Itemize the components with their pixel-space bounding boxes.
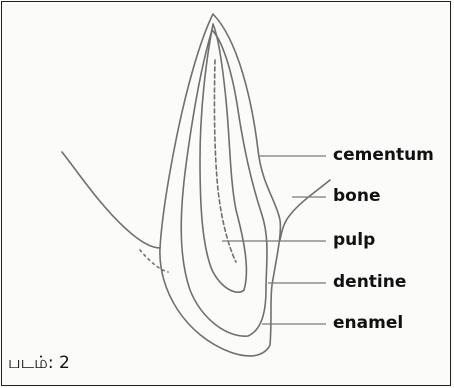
bone-right [280, 180, 330, 240]
label-enamel: enamel [333, 315, 403, 332]
label-dentine: dentine [333, 274, 406, 291]
label-bone: bone [333, 188, 380, 205]
figure-caption: படம்: 2 [8, 355, 70, 372]
gum-line [140, 250, 168, 272]
label-pulp: pulp [333, 232, 375, 249]
bone-left [62, 152, 160, 248]
cementum-outline [160, 14, 281, 356]
label-cementum: cementum [333, 147, 434, 164]
